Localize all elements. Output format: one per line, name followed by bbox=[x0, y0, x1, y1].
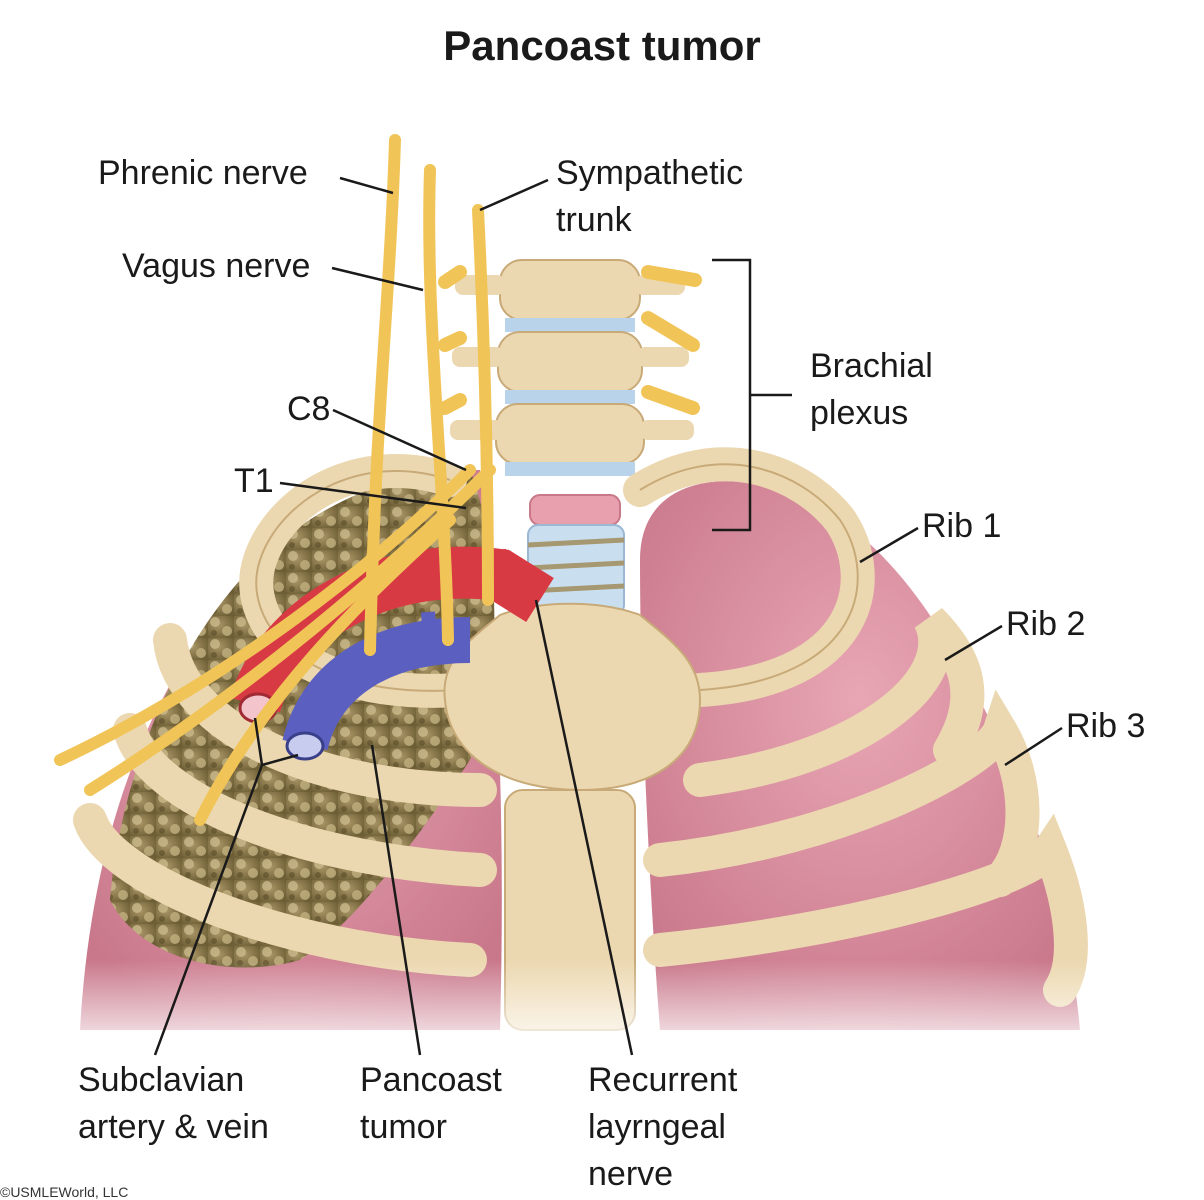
label-recurrent-laryngeal-nerve: Recurrent layrngeal nerve bbox=[588, 1057, 737, 1198]
copyright: ©USMLEWorld, LLC bbox=[0, 1184, 129, 1200]
label-pancoast-tumor: Pancoast tumor bbox=[360, 1057, 502, 1151]
nerves bbox=[54, 134, 496, 826]
label-line: artery & vein bbox=[78, 1108, 269, 1146]
label-sympathetic-trunk: Sympathetic trunk bbox=[556, 150, 743, 244]
label-subclavian: Subclavian artery & vein bbox=[78, 1057, 269, 1151]
label-line: Pancoast bbox=[360, 1061, 502, 1099]
label-rib-3: Rib 3 bbox=[1066, 707, 1146, 745]
leader-lines bbox=[153, 176, 1063, 1056]
label-line: layrngeal bbox=[588, 1108, 726, 1146]
label-vagus-nerve: Vagus nerve bbox=[122, 247, 311, 285]
label-line: plexus bbox=[810, 394, 909, 432]
label-line: Subclavian bbox=[78, 1061, 245, 1099]
label-t1: T1 bbox=[234, 462, 274, 500]
vein-branch bbox=[421, 611, 437, 641]
label-brachial-plexus: Brachial plexus bbox=[810, 343, 933, 437]
vein-lumen bbox=[285, 731, 325, 761]
trachea bbox=[527, 494, 625, 616]
brachial-plexus-roots bbox=[438, 265, 702, 415]
label-rib-1: Rib 1 bbox=[922, 507, 1002, 545]
label-line: tumor bbox=[360, 1108, 447, 1146]
label-line: Recurrent bbox=[588, 1061, 738, 1099]
label-rib-2: Rib 2 bbox=[1006, 605, 1086, 643]
vertebral-column bbox=[450, 259, 694, 476]
artery-branch bbox=[488, 548, 509, 577]
bottom-fade bbox=[0, 960, 1204, 1060]
label-line: Sympathetic bbox=[556, 154, 744, 192]
label-c8: C8 bbox=[287, 390, 331, 428]
label-line: Brachial bbox=[810, 347, 933, 385]
page-title: Pancoast tumor bbox=[443, 22, 761, 69]
label-phrenic-nerve: Phrenic nerve bbox=[98, 154, 308, 192]
label-line: nerve bbox=[588, 1155, 674, 1193]
label-line: trunk bbox=[556, 201, 632, 239]
subclavian-vein bbox=[282, 617, 471, 752]
